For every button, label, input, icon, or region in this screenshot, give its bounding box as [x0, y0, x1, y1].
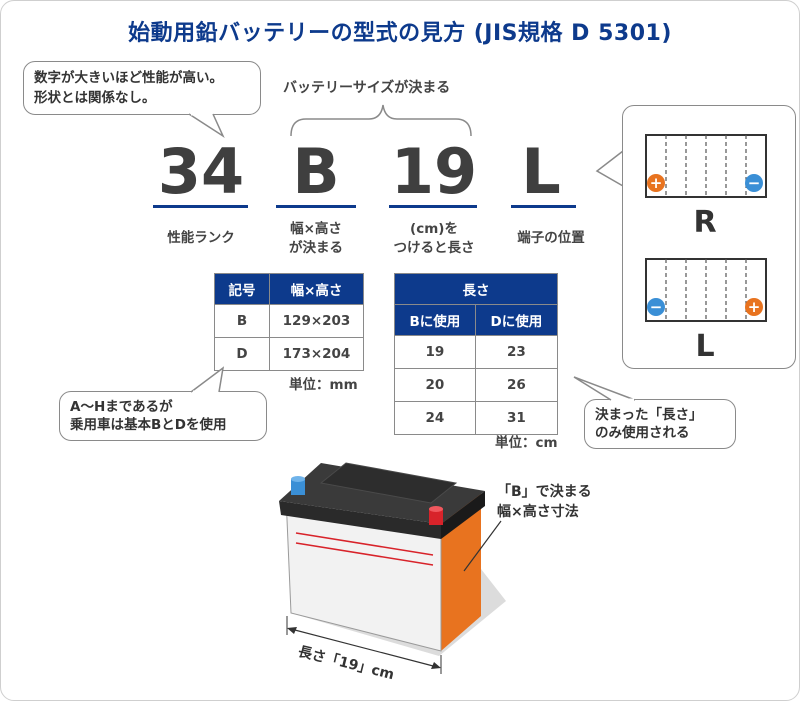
battery-callout-line1: 「B」で決まる	[497, 484, 592, 500]
size-table-cell: 129×203	[269, 304, 364, 338]
code-size-label-line1: 幅×高さ	[290, 221, 342, 237]
code-size-label-line2: が決まる	[289, 240, 343, 256]
type-note-line2: 乗用車は基本BとDを使用	[70, 417, 227, 433]
code-length-label: (cm)を つけると長さ	[369, 220, 499, 258]
type-note-bubble: A〜Hまであるが 乗用車は基本BとDを使用	[59, 391, 267, 441]
code-rank-value: 34	[157, 135, 245, 208]
size-table-cell: D	[214, 337, 270, 371]
length-table-cell: 20	[394, 368, 476, 402]
l-plus-icon: +	[747, 298, 761, 316]
r-minus-icon: −	[747, 174, 761, 192]
code-length-underline	[389, 205, 477, 208]
battery-callout: 「B」で決まる 幅×高さ寸法	[497, 482, 592, 522]
code-length-label-line1: (cm)を	[410, 221, 458, 237]
code-length-label-line2: つけると長さ	[393, 240, 475, 256]
table-row: 24 31	[394, 401, 559, 435]
rank-note-line1: 数字が大きいほど性能が高い。	[34, 70, 223, 86]
size-table-cell: B	[214, 304, 270, 338]
length-note-line2: のみ使用される	[595, 425, 690, 441]
table-row: 20 26	[394, 368, 559, 402]
length-note-bubble: 決まった「長さ」 のみ使用される	[584, 399, 736, 449]
code-rank-label: 性能ランク	[167, 230, 235, 246]
rank-note-line2: 形状とは関係なし。	[34, 90, 156, 106]
l-minus-icon: −	[649, 298, 663, 316]
table-row: 19 23	[394, 335, 559, 369]
size-table-unit: 単位：mm	[289, 377, 358, 393]
size-table-header-symbol: 記号	[214, 273, 270, 305]
r-plus-icon: +	[649, 174, 663, 192]
code-terminal-underline	[511, 205, 576, 208]
size-table-header-dims: 幅×高さ	[269, 273, 364, 305]
length-note-line1: 決まった「長さ」	[595, 407, 703, 423]
terminal-l-label: L	[695, 329, 715, 364]
length-table-unit: 単位：cm	[495, 435, 558, 451]
code-terminal-value: L	[521, 135, 561, 208]
code-size-underline	[276, 205, 356, 208]
length-table-cell: 23	[474, 335, 559, 369]
battery-callout-line2: 幅×高さ寸法	[497, 504, 579, 520]
length-table: 長さ Bに使用 Dに使用 19 23 20 26 24 31	[394, 273, 559, 435]
code-size-value: B	[292, 135, 340, 208]
type-note-line1: A〜Hまであるが	[70, 399, 173, 415]
table-row: B 129×203	[214, 304, 364, 338]
battery-size-label: バッテリーサイズが決まる	[283, 80, 451, 96]
code-rank-underline	[153, 205, 248, 208]
terminal-r-label: R	[693, 205, 717, 240]
page-title: 始動用鉛バッテリーの型式の見方 (JIS規格 D 5301)	[128, 21, 672, 46]
length-table-header: 長さ	[394, 273, 558, 305]
code-length-value: 19	[390, 135, 478, 208]
table-row: D 173×204	[214, 337, 364, 371]
length-table-cell: 31	[474, 401, 559, 435]
rank-note-bubble: 数字が大きいほど性能が高い。 形状とは関係なし。	[23, 61, 261, 115]
size-table: 記号 幅×高さ B 129×203 D 173×204	[214, 273, 364, 371]
code-size-label: 幅×高さ が決まる	[256, 220, 376, 258]
size-table-cell: 173×204	[269, 337, 364, 371]
length-table-subheader-b: Bに使用	[394, 304, 476, 336]
code-terminal-label: 端子の位置	[517, 230, 585, 246]
